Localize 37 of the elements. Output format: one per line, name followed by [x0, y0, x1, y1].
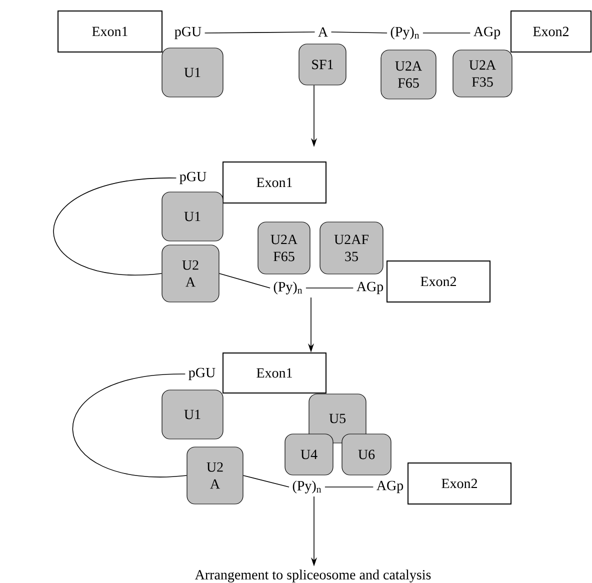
exon-box: Exon2	[386, 260, 490, 302]
strand-line	[72, 374, 188, 478]
exon-box: Exon1	[58, 10, 162, 52]
protein-box: U2 A	[186, 446, 244, 504]
protein-box: U2A F35	[452, 50, 512, 98]
strand-line	[204, 32, 316, 34]
sequence-label: (Py)$_{n}$	[390, 26, 420, 40]
strand-line	[218, 273, 270, 288]
protein-box: U4	[284, 434, 334, 476]
protein-box: U6	[342, 434, 392, 476]
strand-line	[242, 475, 290, 488]
caption-text: Arrangement to spliceosome and catalysis	[194, 570, 431, 582]
strand-line	[53, 178, 177, 276]
sequence-label: AGp	[356, 282, 384, 294]
protein-box: U2A F65	[258, 222, 310, 274]
sequence-label: AGp	[376, 480, 404, 494]
protein-box: U1	[162, 192, 224, 242]
protein-box: SF1	[298, 44, 346, 86]
protein-box: U1	[162, 390, 224, 440]
strand-line	[422, 32, 471, 34]
strand-line	[324, 486, 374, 488]
exon-box: Exon1	[222, 352, 326, 394]
protein-box: U2A F65	[380, 50, 436, 100]
sequence-label: pGU	[188, 368, 216, 380]
exon-box: Exon2	[408, 462, 512, 504]
protein-box: U1	[162, 48, 224, 98]
sequence-label: (Py)$_{n}$	[292, 480, 322, 494]
exon-box: Exon1	[222, 162, 326, 204]
sequence-label: A	[318, 27, 328, 37]
strand-line	[330, 32, 388, 34]
exon-box: Exon2	[510, 10, 592, 52]
sequence-label: AGp	[474, 26, 500, 40]
sequence-label: pGU	[180, 172, 206, 184]
protein-box: U2 A	[162, 244, 220, 302]
protein-box: U2AF 35	[320, 222, 384, 274]
sequence-label: (Py)$_{n}$	[274, 282, 302, 294]
sequence-label: pGU	[174, 26, 202, 40]
